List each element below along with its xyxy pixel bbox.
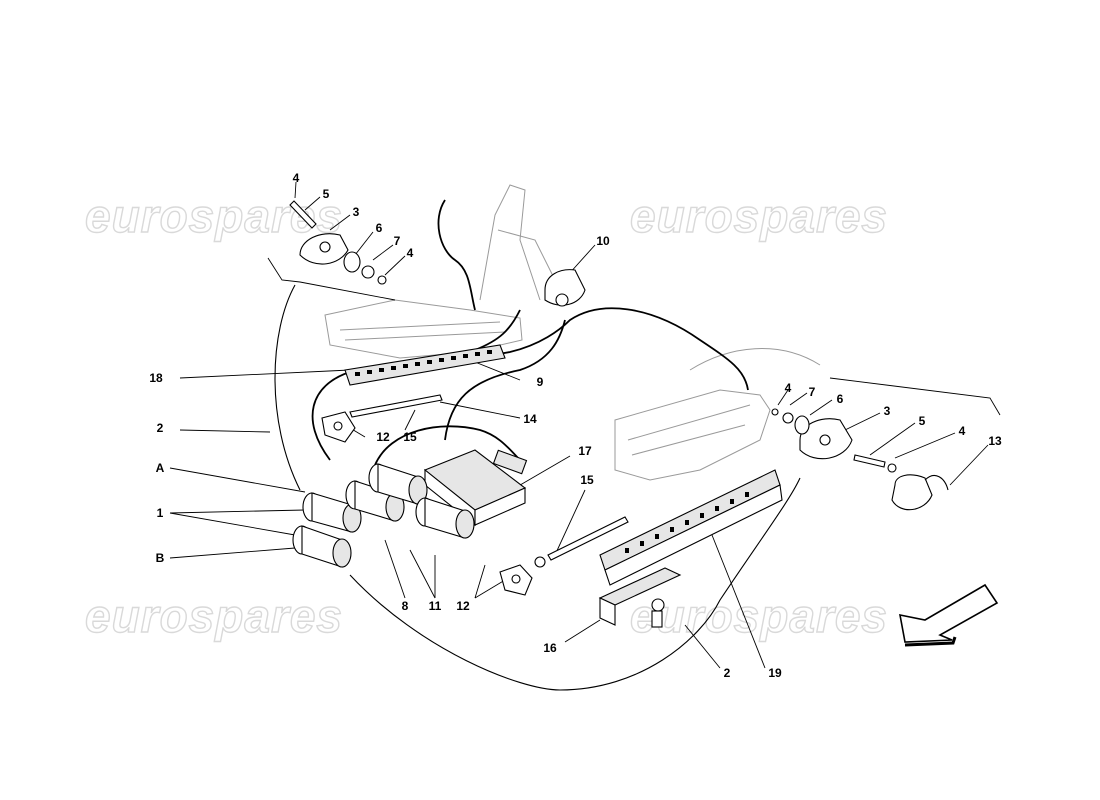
callout-6-right: 6 [837, 392, 844, 406]
seat-rail-19 [599, 469, 783, 586]
seat-frame-right-ghost [614, 348, 821, 481]
callouts: 4 5 3 6 7 4 10 18 9 2 14 12 15 17 A 15 1… [149, 171, 1002, 680]
motor-11 [368, 463, 475, 539]
seat-frame-left-ghost [324, 184, 556, 359]
callout-1: 1 [157, 506, 164, 520]
callout-12-upper: 12 [376, 430, 390, 444]
callout-10: 10 [596, 234, 610, 248]
callout-6-top-left: 6 [376, 221, 383, 235]
callout-4-right-upper: 4 [785, 381, 792, 395]
right-small-parts [771, 408, 949, 511]
seat-rail-18 [344, 344, 506, 386]
watermark-bottom-left: eurospares [85, 590, 343, 642]
cables [274, 199, 801, 691]
callout-13: 13 [988, 434, 1002, 448]
callout-15-lower: 15 [580, 473, 594, 487]
callout-18: 18 [149, 371, 163, 385]
callout-2-left: 2 [157, 421, 164, 435]
callout-4-right-lower: 4 [959, 424, 966, 438]
watermark-top-right: eurospares [630, 190, 888, 242]
callout-4-top-middle: 4 [407, 246, 414, 260]
drive-shaft-15 [534, 516, 629, 568]
callout-7-top-left: 7 [394, 234, 401, 248]
leader-lines [169, 181, 1001, 669]
watermark-bottom-right: eurospares [630, 590, 888, 642]
direction-arrow-icon [898, 583, 999, 647]
gearbox-12-lower [499, 564, 533, 596]
motor-b [292, 525, 352, 568]
callout-11: 11 [429, 599, 442, 613]
callout-9: 9 [537, 375, 544, 389]
callout-16: 16 [543, 641, 557, 655]
callout-5-right: 5 [919, 414, 926, 428]
callout-4-top-left: 4 [293, 171, 300, 185]
motor-a [302, 492, 362, 533]
top-left-small-parts [289, 200, 387, 285]
gearbox-12-upper [321, 411, 356, 443]
callout-5-top-left: 5 [323, 187, 330, 201]
callout-8: 8 [402, 599, 409, 613]
callout-2-bottom: 2 [724, 666, 731, 680]
callout-a: A [156, 461, 165, 475]
callout-7-right: 7 [809, 385, 816, 399]
callout-17: 17 [578, 444, 592, 458]
motor-10 [544, 269, 586, 307]
watermark-top-left: eurospares [85, 190, 343, 242]
drive-shaft-14 [349, 394, 443, 418]
callout-14: 14 [523, 412, 537, 426]
watermarks: eurospares eurospares eurospares eurospa… [84, 189, 888, 642]
callout-b: B [156, 551, 165, 565]
callout-3-top-left: 3 [353, 205, 360, 219]
callout-12-lower: 12 [456, 599, 470, 613]
callout-3-right: 3 [884, 404, 891, 418]
callout-15-upper: 15 [403, 430, 417, 444]
callout-19: 19 [768, 666, 782, 680]
bracket-16 [598, 567, 682, 628]
